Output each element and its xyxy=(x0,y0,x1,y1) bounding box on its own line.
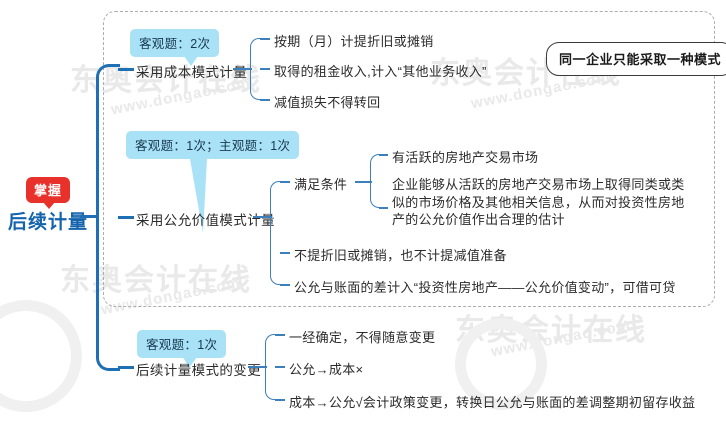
sub-connector-stub xyxy=(355,181,372,183)
sub-connector-stub xyxy=(253,216,272,218)
sub-tick xyxy=(280,284,290,286)
note-box: 同一企业只能采取一种模式 xyxy=(546,42,726,76)
mastery-level-badge: 掌握 xyxy=(26,177,71,209)
sub-bracket-cost-model xyxy=(250,38,263,100)
sub-tick xyxy=(379,154,388,156)
leaf-node: 一经确定，不得随意变更 xyxy=(289,330,436,345)
branch-label-model-change: 后续计量模式的变更 xyxy=(136,363,262,378)
leaf-node: 公允与账面的差计入“投资性房地产——公允价值变动”，可借可贷 xyxy=(294,280,676,295)
callout-model-change: 客观题：1次 xyxy=(137,330,227,368)
sub-tick xyxy=(275,366,285,368)
leaf-node: 按期（月）计提折旧或摊销 xyxy=(274,34,434,49)
branch-lead-cost-model xyxy=(118,68,134,71)
sub-tick xyxy=(260,99,270,101)
leaf-node: 不提折旧或摊销，也不计提减值准备 xyxy=(294,248,507,263)
mastery-level-label: 掌握 xyxy=(34,183,63,198)
sub-node-conditions: 满足条件 xyxy=(294,177,348,192)
leaf-node: 减值损失不得转回 xyxy=(274,95,381,110)
callout-label: 客观题：1次 xyxy=(146,338,218,352)
leaf-node: 企业能够从活跃的房地产交易市场上取得同类或类似的市场价格及其他相关信息，从而对投… xyxy=(392,177,685,228)
callout-tail-icon xyxy=(190,159,208,233)
watermark-cn: 东奥会计在线 xyxy=(455,314,647,347)
branch-lead-model-change xyxy=(118,366,134,369)
main-spine-connector xyxy=(96,64,120,371)
leaf-node: 成本→公允√会计政策变更，转换日公允与账面的差调整期初留存收益 xyxy=(289,395,696,410)
sub-tick xyxy=(275,334,285,336)
note-box-label: 同一企业只能采取一种模式 xyxy=(559,52,722,67)
leaf-node: 取得的租金收入,计入“其他业务收入” xyxy=(274,64,487,79)
watermark-ring xyxy=(0,300,82,412)
leaf-node: 公允→成本× xyxy=(289,362,364,377)
callout-fair-value: 客观题：1次；主观题：1次 xyxy=(126,131,300,233)
sub-tick xyxy=(275,399,285,401)
sub-tick xyxy=(260,68,270,70)
grouping-dashed-box xyxy=(103,11,715,307)
sub-tick xyxy=(280,252,290,254)
branch-label-cost-model: 采用成本模式计量 xyxy=(136,65,248,80)
callout-label: 客观题：2次 xyxy=(139,37,211,51)
callout-tail-icon xyxy=(183,56,198,66)
branch-label-fair-value: 采用公允价值模式计量 xyxy=(136,213,275,228)
root-node-label: 后续计量 xyxy=(8,212,89,233)
sub-bracket-conditions xyxy=(370,154,382,208)
callout-tail-icon xyxy=(183,357,198,368)
sub-bracket-fair-value xyxy=(270,181,283,285)
sub-connector-stub xyxy=(233,68,252,70)
leaf-node: 有活跃的房地产交易市场 xyxy=(392,150,539,165)
sub-tick xyxy=(280,181,290,183)
sub-tick xyxy=(379,207,388,209)
callout-label: 客观题：1次；主观题：1次 xyxy=(135,139,291,153)
root-connector-stub xyxy=(80,215,98,219)
sub-tick xyxy=(260,38,270,40)
callout-cost-model: 客观题：2次 xyxy=(130,29,220,66)
sub-connector-stub xyxy=(248,366,267,368)
sub-bracket-model-change xyxy=(265,334,278,400)
branch-lead-fair-value xyxy=(118,216,134,219)
watermark-en: www.dongao.com xyxy=(489,316,633,361)
